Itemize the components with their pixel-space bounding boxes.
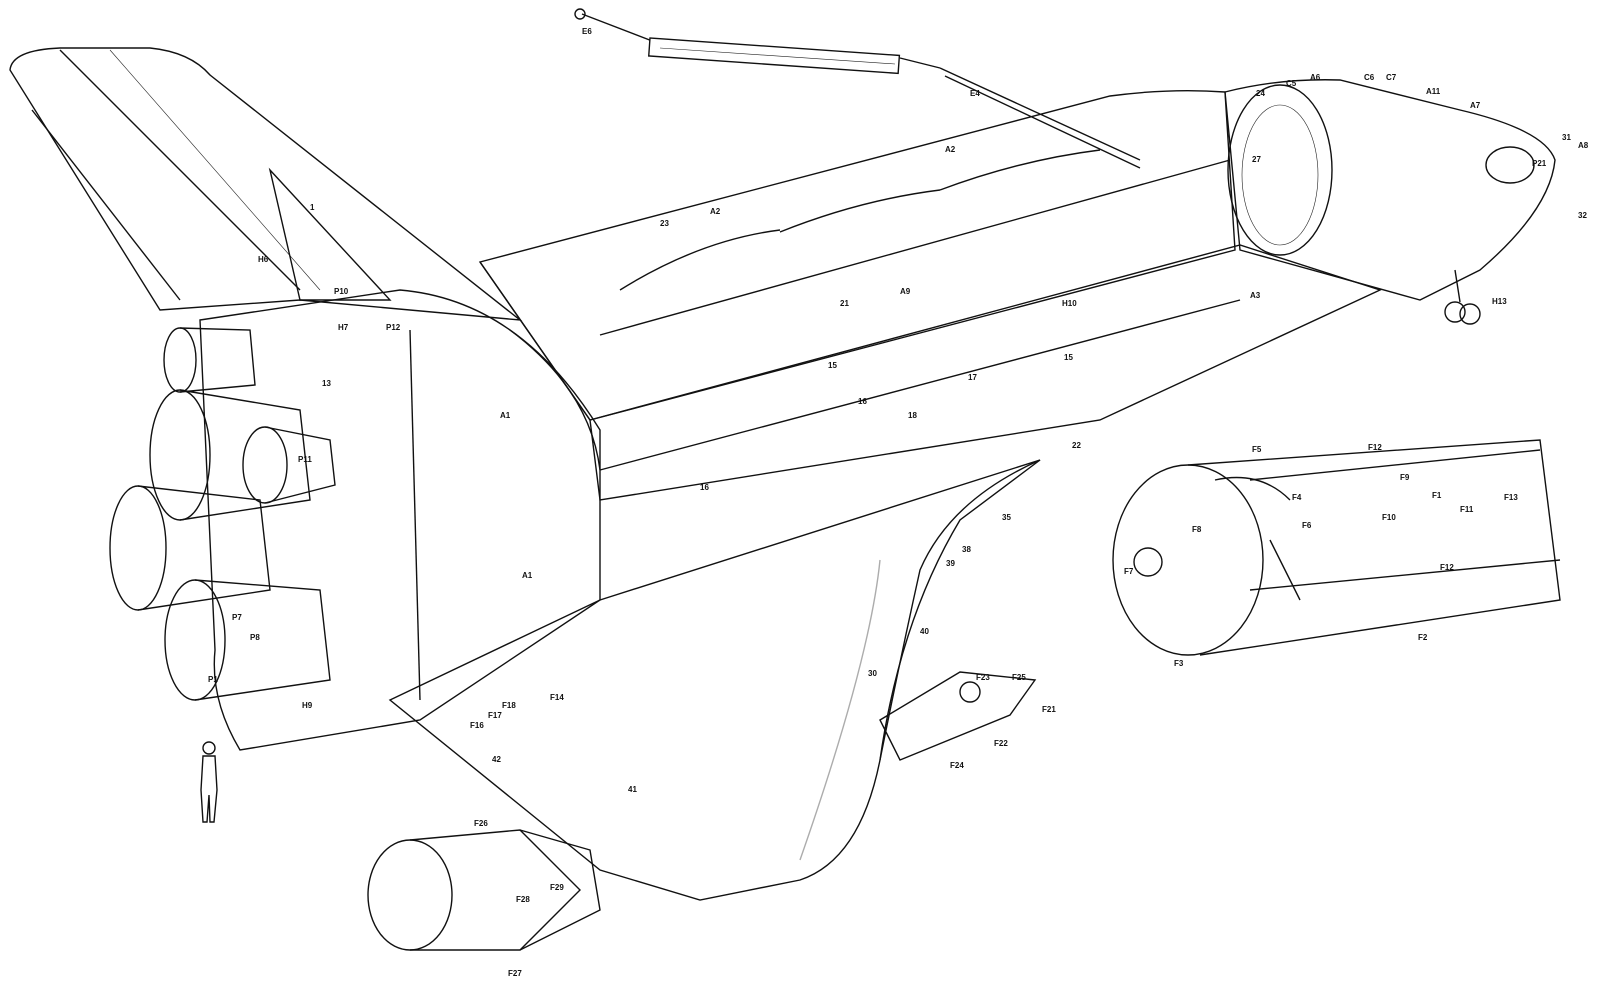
label-A2a: A2 (945, 145, 956, 154)
label-A1b: A1 (522, 571, 533, 580)
label-A1a: A1 (500, 411, 511, 420)
label-C5: C5 (1286, 79, 1297, 88)
right-wing (388, 459, 1041, 901)
label-F11: F11 (1460, 505, 1474, 514)
label-F6: F6 (1302, 521, 1312, 530)
label-41: 41 (628, 785, 637, 794)
aft-fuselage (199, 289, 601, 751)
label-F9: F9 (1400, 473, 1410, 482)
label-1: 1 (310, 203, 315, 212)
label-H10: H10 (1062, 299, 1077, 308)
label-P7: P7 (232, 613, 242, 622)
label-P1: P1 (208, 675, 218, 684)
label-A8: A8 (1578, 141, 1589, 150)
label-P12: P12 (386, 323, 401, 332)
label-15b: 15 (1064, 353, 1073, 362)
booster-nose-section (879, 671, 1037, 761)
label-13: 13 (322, 379, 331, 388)
label-C7: C7 (1386, 73, 1397, 82)
label-F2: F2 (1418, 633, 1428, 642)
label-F25: F25 (1012, 673, 1026, 682)
label-H9: H9 (302, 701, 313, 710)
label-F3: F3 (1174, 659, 1184, 668)
label-31: 31 (1562, 133, 1571, 142)
label-42: 42 (492, 755, 501, 764)
label-F12b: F12 (1440, 563, 1454, 572)
label-18: 18 (908, 411, 917, 420)
booster-nozzle-section (367, 829, 601, 951)
label-23: 23 (660, 219, 669, 228)
label-H13: H13 (1492, 297, 1507, 306)
robot-arm (574, 8, 1141, 169)
label-F7: F7 (1124, 567, 1134, 576)
external-tank (1112, 439, 1561, 656)
label-E6: E6 (582, 27, 592, 36)
payload-bay (478, 89, 1382, 501)
label-F4: F4 (1292, 493, 1302, 502)
label-F18: F18 (502, 701, 516, 710)
label-30: 30 (868, 669, 877, 678)
label-P11: P11 (298, 455, 312, 464)
label-H6: H6 (258, 255, 269, 264)
label-A3: A3 (1250, 291, 1261, 300)
label-F29: F29 (550, 883, 564, 892)
main-engines (109, 327, 336, 701)
label-F21: F21 (1042, 705, 1056, 714)
label-F24: F24 (950, 761, 964, 770)
label-40: 40 (920, 627, 929, 636)
label-21: 21 (840, 299, 849, 308)
label-F1: F1 (1432, 491, 1442, 500)
human-scale-figure (200, 741, 218, 823)
label-F16: F16 (470, 721, 484, 730)
label-15a: 15 (828, 361, 837, 370)
label-A2b: A2 (710, 207, 721, 216)
label-F8: F8 (1192, 525, 1202, 534)
label-39: 39 (946, 559, 955, 568)
label-24: 24 (1256, 89, 1265, 98)
label-F27: F27 (508, 969, 522, 978)
label-22: 22 (1072, 441, 1081, 450)
label-F22: F22 (994, 739, 1008, 748)
label-F12a: F12 (1368, 443, 1382, 452)
label-17: 17 (968, 373, 977, 382)
label-F13: F13 (1504, 493, 1518, 502)
label-F5: F5 (1252, 445, 1262, 454)
label-F17: F17 (488, 711, 502, 720)
label-F14: F14 (550, 693, 564, 702)
label-C6: C6 (1364, 73, 1375, 82)
label-38: 38 (962, 545, 971, 554)
label-A9: A9 (900, 287, 911, 296)
label-F10: F10 (1382, 513, 1396, 522)
label-H7: H7 (338, 323, 349, 332)
label-16a: 16 (700, 483, 709, 492)
label-35: 35 (1002, 513, 1011, 522)
label-P10: P10 (334, 287, 349, 296)
label-A11: A11 (1426, 87, 1441, 96)
label-F23: F23 (976, 673, 990, 682)
label-F28: F28 (516, 895, 530, 904)
label-E4: E4 (970, 89, 980, 98)
label-P8: P8 (250, 633, 260, 642)
label-F26: F26 (474, 819, 488, 828)
label-A6: A6 (1310, 73, 1321, 82)
label-32: 32 (1578, 211, 1587, 220)
callout-labels: E6 E4 A2 A2 23 1 P10 P12 H7 H6 A1 A1 P11… (208, 27, 1589, 978)
label-P21: P21 (1532, 159, 1547, 168)
crew-cabin (1224, 79, 1556, 325)
label-A7: A7 (1470, 101, 1481, 110)
label-16b: 16 (858, 397, 867, 406)
label-27: 27 (1252, 155, 1261, 164)
left-wing (9, 47, 523, 321)
